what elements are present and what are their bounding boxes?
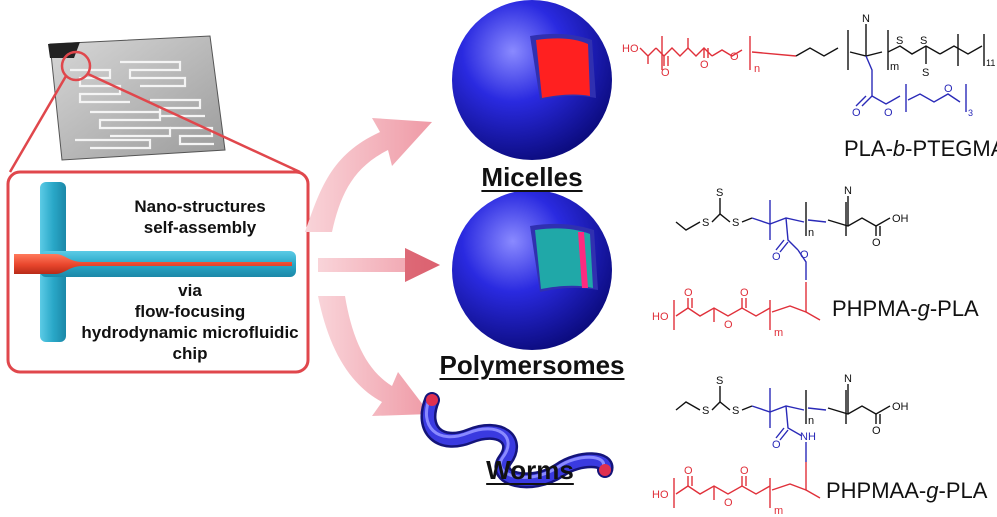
chip-method-line3: chip [172, 344, 208, 363]
chip-schematic [6, 170, 310, 374]
polymer-name-2-italic: g [917, 296, 930, 321]
arrow-to-polymersomes [318, 248, 440, 282]
s1-o-e: O [884, 107, 893, 119]
s2-o-c: O [800, 249, 809, 261]
s2-o-b: O [772, 251, 781, 263]
s1-s1: S [896, 35, 903, 47]
chip-title-line1: Nano-structures [134, 197, 266, 216]
s3-oh: OH [892, 401, 909, 413]
s1-sub11: 11 [986, 58, 995, 68]
chip-title-line2: self-assembly [143, 218, 257, 237]
s2-o-f: O [740, 287, 749, 299]
micelle-sphere [452, 0, 612, 160]
s1-o-f: O [944, 83, 953, 95]
s1-m: m [890, 61, 899, 73]
s3-o-d: O [684, 465, 693, 477]
s3-s3: S [732, 405, 739, 417]
s1-o-d: O [852, 107, 861, 119]
zoom-lines [8, 72, 301, 174]
s1-s3: S [922, 67, 929, 79]
s3-ho: HO [652, 489, 669, 501]
s2-o-d: O [684, 287, 693, 299]
s1-o-a: O [661, 67, 670, 79]
structure-pla-b-ptegma: HO O O O n N m S S S 11 [622, 13, 995, 119]
arrow-to-worms [318, 296, 430, 416]
s2-cn: N [844, 185, 852, 197]
polymer-name-1-suffix: -PTEGMA [905, 136, 997, 161]
s1-sub3: 3 [968, 108, 973, 118]
s3-n: n [808, 415, 814, 427]
s2-s1: S [702, 217, 709, 229]
s3-cn: N [844, 373, 852, 385]
s3-o-e: O [724, 497, 733, 509]
s3-s2: S [716, 375, 723, 387]
worm [420, 392, 614, 489]
structure-phpmaa-g-pla: S S S N OH O n O NH HO O O O m [652, 373, 909, 517]
magnified-junction-ring [60, 50, 92, 82]
polymer-name-2-suffix: -PLA [929, 296, 979, 321]
s1-o-b: O [700, 59, 709, 71]
polymer-name-1-italic: b [892, 136, 906, 161]
s2-s3: S [732, 217, 739, 229]
polymer-name-3-italic: g [926, 478, 939, 503]
s2-o-e: O [724, 319, 733, 331]
s1-s2: S [920, 35, 927, 47]
polymer-name-1-prefix: PLA- [844, 136, 893, 161]
s2-s2: S [716, 187, 723, 199]
s1-n: n [754, 63, 760, 75]
s3-o-a: O [872, 425, 881, 437]
label-polymersomes: Polymersomes [439, 350, 625, 380]
s2-oh: OH [892, 213, 909, 225]
label-micelles: Micelles [481, 162, 583, 192]
chip-method: via flow-focusing hydrodynamic microflui… [72, 280, 308, 364]
chip-title: Nano-structures self-assembly [100, 196, 300, 238]
s1-ho: HO [622, 43, 639, 55]
s3-o-b: O [772, 439, 781, 451]
polymer-name-3-suffix: -PLA [938, 478, 988, 503]
s1-cn: N [862, 13, 870, 25]
arrow-to-micelles [305, 118, 432, 232]
polymersome-sphere [452, 190, 612, 350]
polymer-name-3-prefix: PHPMAA- [826, 478, 927, 503]
s2-n: n [808, 227, 814, 239]
s1-o-c: O [730, 51, 739, 63]
label-worms: Worms [486, 455, 574, 485]
chip-via: via [178, 281, 202, 300]
s3-s1: S [702, 405, 709, 417]
s3-m: m [774, 505, 783, 517]
polymer-name-2-prefix: PHPMA- [832, 296, 918, 321]
s3-o-f: O [740, 465, 749, 477]
focused-stream [14, 254, 292, 274]
s3-nh: NH [800, 431, 816, 443]
s2-m: m [774, 327, 783, 339]
polymer-name-3: PHPMAA-g-PLA [826, 478, 987, 504]
chip-method-line2: hydrodynamic microfluidic [81, 323, 299, 342]
chip-method-line1: flow-focusing [134, 302, 246, 321]
s2-ho: HO [652, 311, 669, 323]
polymer-name-2: PHPMA-g-PLA [832, 296, 979, 322]
chip-photo [48, 35, 226, 161]
s2-o-a: O [872, 237, 881, 249]
polymer-name-1: PLA-b-PTEGMA [844, 136, 997, 162]
structure-phpma-g-pla: S S S N OH O n O O HO O O O m [652, 185, 909, 339]
